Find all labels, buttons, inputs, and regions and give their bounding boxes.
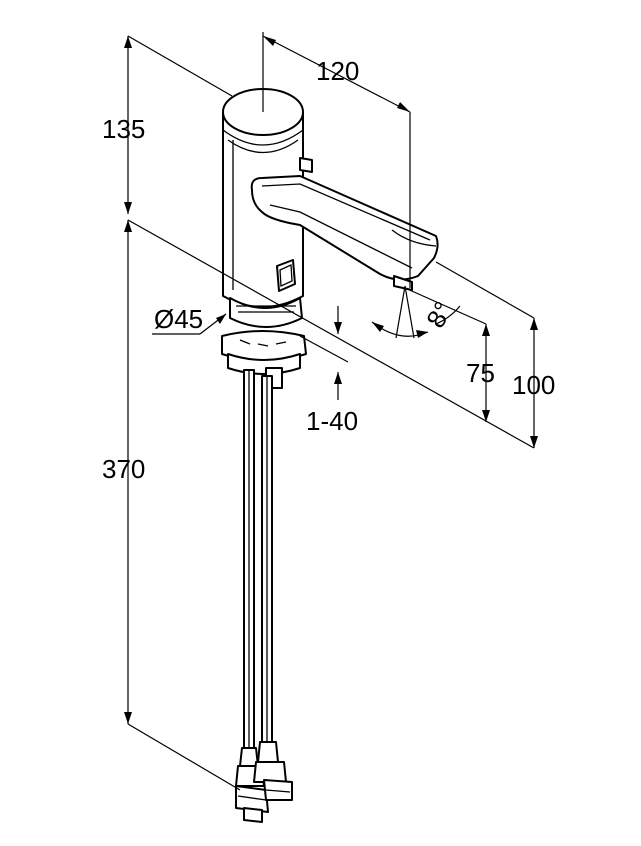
- dim-height-top-label: 135: [102, 114, 145, 144]
- faucet-base: [221, 297, 307, 389]
- pipe-fittings: [235, 741, 293, 823]
- dim-height-pipe-label: 370: [102, 454, 145, 484]
- dim-height-top-line: [124, 35, 233, 214]
- dim-spout-heights-line: [404, 261, 538, 448]
- dim-spout-reach-label: 120: [316, 56, 359, 86]
- supply-pipes: [243, 369, 273, 749]
- dim-deck-thickness-line: [299, 306, 349, 400]
- dim-spout-angle-line: [371, 285, 461, 339]
- faucet-spout: [250, 175, 439, 291]
- dim-spout-height-label: 100: [512, 370, 555, 400]
- dim-height-pipe-line: [124, 219, 535, 791]
- dim-spout-clearance-label: 75: [466, 358, 495, 388]
- dim-base-diameter-line: [152, 313, 227, 335]
- dim-base-diameter-label: Ø45: [154, 304, 203, 334]
- dim-deck-thickness-label: 1-40: [306, 406, 358, 436]
- dim-spout-angle-label: 8°: [420, 296, 458, 333]
- dim-spout-reach-line: [262, 32, 411, 288]
